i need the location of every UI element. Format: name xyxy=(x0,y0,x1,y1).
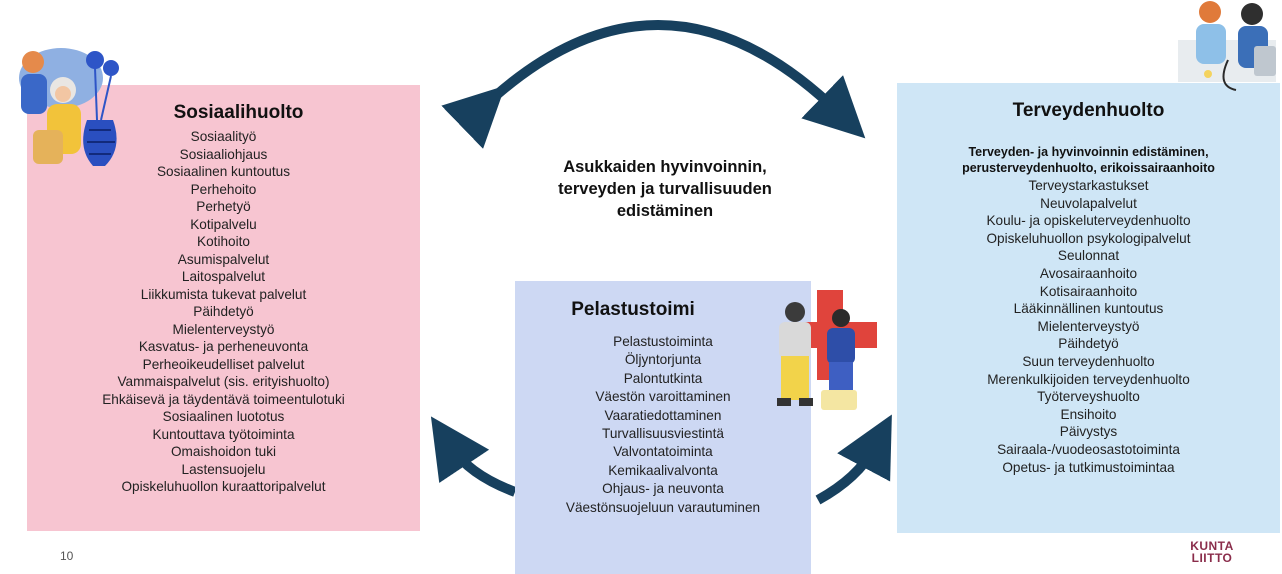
list-item: Terveystarkastukset xyxy=(1028,178,1149,193)
list-item: Sairaala-/vuodeosastotoiminta xyxy=(997,441,1180,457)
list-item: Sosiaalinen luototus xyxy=(162,409,285,424)
kuntaliitto-logo: KUNTA LIITTO xyxy=(1173,540,1251,564)
list-item: Liikkumista tukevat palvelut xyxy=(140,286,307,302)
list-item: Ohjaus- ja neuvonta xyxy=(602,481,724,497)
list-item: Kuntouttava työtoiminta xyxy=(152,426,295,442)
list-item: Ensihoito xyxy=(1060,406,1117,422)
list-item: Mielenterveystyö xyxy=(1037,318,1140,334)
list-item: Kemikaalivalvonta xyxy=(608,462,718,478)
list-item: Lääkinnällinen kuntoutus xyxy=(1013,301,1164,317)
list-item: Päihdetyö xyxy=(193,304,254,319)
list-item: Koulu- ja opiskeluterveydenhuolto xyxy=(986,213,1191,229)
list-item: Turvallisuusviestintä xyxy=(602,426,724,442)
list-item: Kotipalvelu xyxy=(190,216,257,232)
sosiaalihuolto-title: Sosiaalihuolto xyxy=(173,102,304,123)
bottom-left-arrow xyxy=(430,416,517,497)
list-item: Sosiaaliohjaus xyxy=(179,146,268,162)
list-item: Perheoikeudelliset palvelut xyxy=(142,356,305,372)
list-item: Kotisairaanhoito xyxy=(1039,283,1138,299)
list-item: Merenkulkijoiden terveydenhuolto xyxy=(987,371,1190,387)
list-item: Vaaratiedottaminen xyxy=(604,407,722,423)
page-number: 10 xyxy=(60,549,74,563)
list-item: Väestönsuojeluun varautuminen xyxy=(565,499,761,515)
list-item: Opiskeluhuollon psykologipalvelut xyxy=(986,230,1191,246)
list-item: Opiskeluhuollon kuraattoripalvelut xyxy=(121,479,326,494)
list-item: Kotihoito xyxy=(197,234,250,249)
rescue-workers-illustration-icon xyxy=(777,290,877,410)
terveydenhuolto-panel: Terveydenhuolto Terveyden- ja hyvinvoinn… xyxy=(897,83,1280,533)
pelastustoimi-title: Pelastustoimi xyxy=(571,299,695,320)
list-item: Pelastustoiminta xyxy=(613,334,713,349)
terveydenhuolto-subtitle-line2: perusterveydenhuolto, erikoissairaanhoit… xyxy=(962,161,1215,175)
bottom-right-arrow xyxy=(815,414,892,505)
center-heading-line1: Asukkaiden hyvinvoinnin, xyxy=(563,158,767,176)
list-item: Seulonnat xyxy=(1057,248,1120,264)
list-item: Asumispalvelut xyxy=(177,251,270,267)
list-item: Vammaispalvelut (sis. erityishuolto) xyxy=(117,374,330,389)
list-item: Valvontatoiminta xyxy=(613,444,713,460)
list-item: Kasvatus- ja perheneuvonta xyxy=(138,339,309,354)
terveydenhuolto-title: Terveydenhuolto xyxy=(1012,100,1165,121)
center-heading-line2: terveyden ja turvallisuuden xyxy=(558,180,772,198)
list-item: Neuvolapalvelut xyxy=(1040,195,1137,211)
list-item: Päihdetyö xyxy=(1058,336,1119,352)
list-item: Omaishoidon tuki xyxy=(170,444,277,459)
list-item: Öljyntorjunta xyxy=(624,352,702,368)
doctor-patient-illustration-icon xyxy=(1178,1,1276,91)
list-item: Suun terveydenhuolto xyxy=(1022,353,1155,369)
list-item: Työterveyshuolto xyxy=(1037,389,1140,405)
logo-line1: KUNTA xyxy=(1190,539,1234,553)
terveydenhuolto-subtitle: Terveyden- ja hyvinvoinnin edistäminen, … xyxy=(897,144,1280,176)
elderly-care-illustration-icon xyxy=(19,48,119,166)
list-item: Laitospalvelut xyxy=(181,269,266,284)
list-item: Ehkäisevä ja täydentävä toimeentulotuki xyxy=(102,391,345,407)
list-item: Avosairaanhoito xyxy=(1039,265,1138,281)
list-item: Sosiaalityö xyxy=(190,129,257,144)
list-item: Palontutkinta xyxy=(623,370,703,386)
list-item: Väestön varoittaminen xyxy=(595,389,731,405)
list-item: Opetus- ja tutkimustoimintaa xyxy=(1002,459,1175,475)
logo-line2: LIITTO xyxy=(1191,551,1233,565)
list-item: Perhetyö xyxy=(196,199,251,214)
list-item: Lastensuojelu xyxy=(181,461,266,477)
terveydenhuolto-subtitle-line1: Terveyden- ja hyvinvoinnin edistäminen, xyxy=(968,145,1209,159)
center-heading: Asukkaiden hyvinvoinnin, terveyden ja tu… xyxy=(515,156,815,222)
top-arc-arrow xyxy=(441,20,866,149)
list-item: Perhehoito xyxy=(190,181,257,197)
list-item: Sosiaalinen kuntoutus xyxy=(156,164,290,179)
list-item: Päivystys xyxy=(1059,424,1118,440)
center-heading-line3: edistäminen xyxy=(616,202,714,220)
list-item: Mielenterveystyö xyxy=(172,321,275,337)
